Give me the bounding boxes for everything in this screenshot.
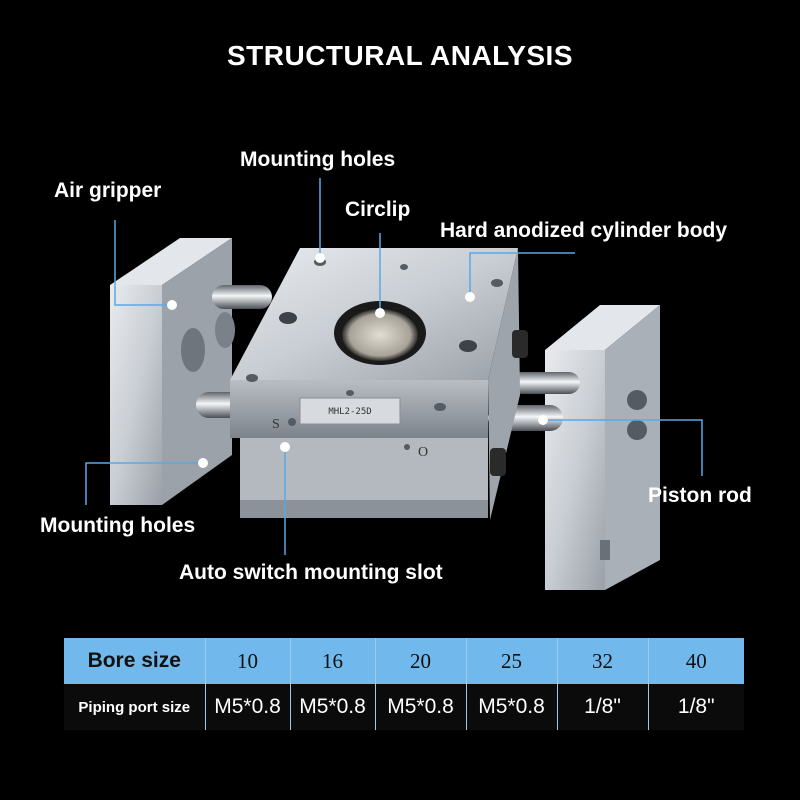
piping-port-cell: 1/8" xyxy=(648,684,744,730)
piston-rod-left-upper xyxy=(212,285,272,309)
callout-dot-circlip xyxy=(375,308,385,318)
callout-mounting-holes-top: Mounting holes xyxy=(240,148,396,171)
bore-size-cell: 16 xyxy=(290,638,376,684)
spec-table: Bore size 10 16 20 25 32 40 Piping port … xyxy=(64,638,744,730)
piston-face xyxy=(342,309,418,361)
callout-dot-piston-rod xyxy=(538,415,548,425)
callout-dot-mounting-holes-top xyxy=(315,253,325,263)
callout-dot-cylinder-body xyxy=(465,292,475,302)
bore-size-cell: 10 xyxy=(205,638,291,684)
bore-size-cell: 40 xyxy=(648,638,744,684)
callout-air-gripper: Air gripper xyxy=(54,179,162,202)
piping-port-header: Piping port size xyxy=(64,684,206,730)
bore-size-cell: 25 xyxy=(466,638,558,684)
piping-port-cell: M5*0.8 xyxy=(466,684,558,730)
callout-lines xyxy=(85,178,703,555)
fitting-lower xyxy=(490,448,506,476)
page-title: STRUCTURAL ANALYSIS xyxy=(226,40,574,71)
callout-dot-air-gripper xyxy=(167,300,177,310)
piping-port-cell: M5*0.8 xyxy=(375,684,467,730)
piping-port-row: Piping port size M5*0.8 M5*0.8 M5*0.8 M5… xyxy=(64,684,744,730)
right-jaw xyxy=(545,305,660,590)
callout-piston-rod: Piston rod xyxy=(648,484,752,507)
callout-auto-switch-slot: Auto switch mounting slot xyxy=(179,561,443,584)
piping-port-cell: M5*0.8 xyxy=(205,684,291,730)
model-marking: MHL2-25D xyxy=(328,407,371,417)
bore-size-cell: 32 xyxy=(557,638,649,684)
bore-size-row: Bore size 10 16 20 25 32 40 xyxy=(64,638,744,684)
bore-size-header: Bore size xyxy=(64,638,206,684)
callout-circlip: Circlip xyxy=(345,198,411,221)
piping-port-cell: M5*0.8 xyxy=(290,684,376,730)
cylinder-body xyxy=(230,248,520,520)
callout-dots xyxy=(167,253,548,468)
side-marking-s: S xyxy=(272,417,280,432)
callout-cylinder-body: Hard anodized cylinder body xyxy=(440,219,728,242)
bore-size-cell: 20 xyxy=(375,638,467,684)
callout-dot-mounting-holes-bottom xyxy=(198,458,208,468)
fitting-upper xyxy=(512,330,528,358)
callout-dot-auto-switch xyxy=(280,442,290,452)
left-jaw xyxy=(110,238,235,505)
side-marking-o: O xyxy=(418,445,428,460)
piston-rod-right-upper xyxy=(510,372,580,394)
callout-mounting-holes-bottom: Mounting holes xyxy=(40,514,196,537)
piping-port-cell: 1/8" xyxy=(557,684,649,730)
